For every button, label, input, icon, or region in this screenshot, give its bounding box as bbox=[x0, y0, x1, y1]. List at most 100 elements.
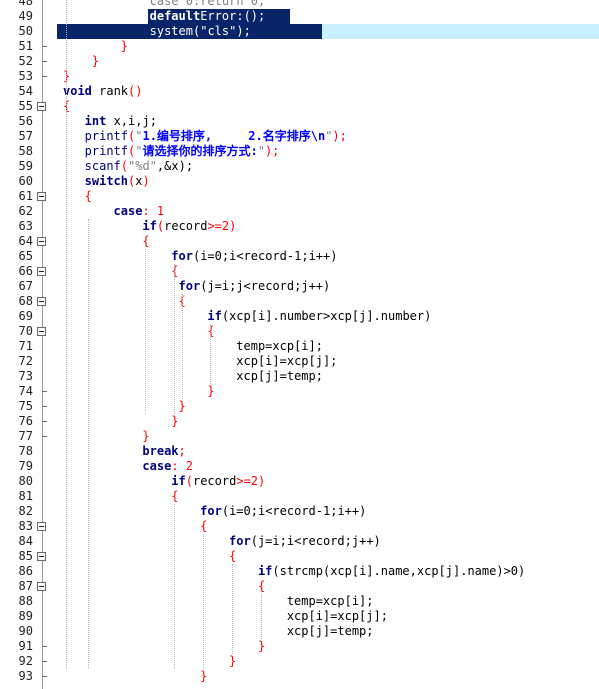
fold-toggle-icon[interactable] bbox=[37, 192, 46, 201]
fold-toggle-icon[interactable] bbox=[37, 552, 46, 561]
line-number: 58 bbox=[18, 144, 33, 158]
code-line[interactable]: break; bbox=[142, 444, 185, 459]
code-line[interactable]: { bbox=[171, 489, 178, 504]
keyword: if bbox=[257, 564, 273, 578]
identifier: rank bbox=[91, 84, 129, 98]
line-number: 81 bbox=[18, 489, 33, 503]
fold-end-marker bbox=[42, 436, 47, 437]
line-number: 53 bbox=[18, 69, 33, 83]
code-line[interactable]: system("cls"); bbox=[150, 24, 251, 39]
statement: case 0:return 0; bbox=[149, 0, 266, 8]
line-number: 88 bbox=[18, 594, 33, 608]
code-line[interactable]: } bbox=[179, 399, 186, 414]
keyword: case bbox=[142, 459, 172, 473]
statement: (j=i;j<record;j++) bbox=[200, 279, 331, 293]
code-area[interactable]: case 0:return 0;defaultError:();system("… bbox=[57, 0, 599, 689]
code-line[interactable]: xcp[i]=xcp[j]; bbox=[236, 354, 337, 369]
code-line[interactable]: temp=xcp[i]; bbox=[287, 594, 374, 609]
code-line[interactable]: case: 2 bbox=[142, 459, 193, 474]
brace: } bbox=[171, 414, 179, 428]
code-line[interactable]: } bbox=[171, 414, 178, 429]
code-line[interactable]: if(xcp[i].number>xcp[j].number) bbox=[207, 309, 431, 324]
code-line[interactable]: xcp[i]=xcp[j]; bbox=[287, 609, 388, 624]
code-line[interactable]: } bbox=[92, 54, 99, 69]
code-line[interactable]: { bbox=[85, 189, 92, 204]
string-literal: 请选择你的排序方式: bbox=[142, 144, 258, 158]
line-number: 84 bbox=[18, 534, 33, 548]
open-paren: ( bbox=[128, 129, 136, 143]
line-number: 91 bbox=[18, 639, 33, 653]
type-keyword: int bbox=[84, 114, 107, 128]
line-number: 92 bbox=[18, 654, 33, 668]
line-number: 73 bbox=[18, 369, 33, 383]
code-line[interactable]: } bbox=[142, 429, 149, 444]
fold-toggle-icon[interactable] bbox=[37, 522, 46, 531]
code-line[interactable]: temp=xcp[i]; bbox=[236, 339, 323, 354]
line-number: 54 bbox=[18, 84, 33, 98]
keyword: if bbox=[142, 219, 157, 233]
line-number: 50 bbox=[18, 24, 33, 38]
indent-guide bbox=[66, 0, 67, 669]
indent-guide bbox=[260, 594, 262, 639]
brace: } bbox=[120, 39, 128, 53]
code-line[interactable]: for(i=0;i<record-1;i++) bbox=[171, 249, 337, 264]
line-number: 52 bbox=[18, 54, 33, 68]
code-line[interactable]: { bbox=[258, 579, 265, 594]
code-line[interactable]: printf("1.编号排序, 2.名字排序\n"); bbox=[85, 129, 347, 144]
code-line[interactable]: for(j=i;i<record;j++) bbox=[229, 534, 381, 549]
statement: (i=0;i<record-1;i++) bbox=[221, 504, 367, 518]
code-line[interactable]: int x,i,j; bbox=[85, 114, 157, 129]
fold-toggle-icon[interactable] bbox=[37, 582, 46, 591]
code-line[interactable]: case 0:return 0; bbox=[150, 0, 266, 9]
string-quote: " bbox=[325, 129, 333, 143]
fold-end-marker bbox=[42, 406, 47, 407]
code-line[interactable]: } bbox=[121, 39, 128, 54]
code-line[interactable]: xcp[j]=temp; bbox=[287, 624, 374, 639]
fold-toggle-icon[interactable] bbox=[37, 327, 46, 336]
code-line[interactable]: scanf("%d",&x); bbox=[85, 159, 193, 174]
code-line[interactable]: { bbox=[200, 519, 207, 534]
line-number: 68 bbox=[18, 294, 33, 308]
code-line[interactable]: } bbox=[200, 669, 207, 684]
fold-toggle-icon[interactable] bbox=[37, 237, 46, 246]
code-line[interactable]: } bbox=[258, 639, 265, 654]
indent-guide bbox=[145, 249, 147, 414]
colon: : bbox=[142, 204, 150, 218]
brace: { bbox=[171, 489, 179, 503]
code-line[interactable]: { bbox=[142, 234, 149, 249]
fold-toggle-icon[interactable] bbox=[37, 102, 46, 111]
code-line[interactable]: for(i=0;i<record-1;i++) bbox=[200, 504, 366, 519]
line-number: 90 bbox=[18, 624, 33, 638]
line-number: 76 bbox=[18, 414, 33, 428]
line-number: 70 bbox=[18, 324, 33, 338]
code-line[interactable]: case: 1 bbox=[114, 204, 165, 219]
statement: (strcmp(xcp[i].name,xcp[j].name)>0) bbox=[272, 564, 526, 578]
number-literal: 2 bbox=[221, 219, 230, 233]
code-line[interactable]: } bbox=[229, 654, 236, 669]
code-line[interactable]: { bbox=[229, 549, 236, 564]
code-line[interactable]: if(record>=2) bbox=[142, 219, 236, 234]
code-line[interactable]: for(j=i;j<record;j++) bbox=[179, 279, 331, 294]
code-line[interactable]: switch(x) bbox=[85, 174, 150, 189]
line-number: 85 bbox=[18, 549, 33, 563]
open-paren: ( bbox=[185, 474, 193, 488]
line-number: 74 bbox=[18, 384, 33, 398]
line-number: 62 bbox=[18, 204, 33, 218]
fold-toggle-icon[interactable] bbox=[37, 267, 46, 276]
code-line[interactable]: } bbox=[207, 384, 214, 399]
brace: } bbox=[207, 384, 215, 398]
operator: >= bbox=[207, 219, 222, 233]
code-line[interactable]: defaultError:(); bbox=[150, 9, 266, 24]
code-line[interactable]: xcp[j]=temp; bbox=[236, 369, 323, 384]
code-line[interactable]: printf("请选择你的排序方式:"); bbox=[85, 144, 280, 159]
indent-guide bbox=[210, 324, 212, 384]
code-line[interactable]: if(strcmp(xcp[i].name,xcp[j].name)>0) bbox=[258, 564, 525, 579]
fold-toggle-icon[interactable] bbox=[37, 297, 46, 306]
code-line[interactable]: if(record>=2) bbox=[171, 474, 265, 489]
brace: } bbox=[257, 639, 266, 653]
line-number: 93 bbox=[18, 669, 33, 683]
string-quote: " bbox=[257, 144, 265, 158]
line-number: 56 bbox=[18, 114, 33, 128]
code-line[interactable]: void rank() bbox=[63, 84, 142, 99]
